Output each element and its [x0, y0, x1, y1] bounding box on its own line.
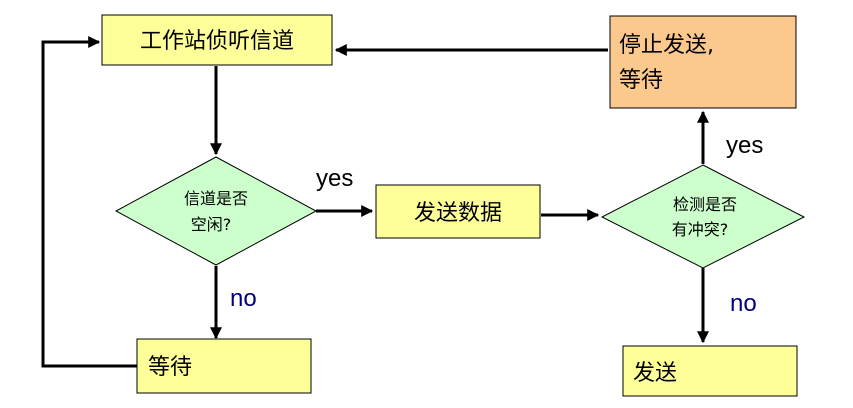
node-check-idle: 信道是否 空闲?: [114, 156, 318, 266]
node-detect-label-line2: 有冲突?: [672, 220, 729, 239]
node-stop: 停止发送, 等待: [609, 15, 797, 109]
node-listen-label: 工作站侦听信道: [140, 29, 294, 54]
label-collision-yes: yes: [726, 132, 763, 159]
node-send-data: 发送数据: [375, 184, 541, 239]
node-listen: 工作站侦听信道: [101, 14, 333, 66]
node-send-label: 发送: [633, 361, 677, 386]
node-send-data-label: 发送数据: [414, 201, 502, 226]
edge-wait-to-listen: [41, 36, 137, 368]
node-wait: 等待: [136, 338, 312, 394]
node-wait-label: 等待: [148, 355, 192, 380]
label-idle-no: no: [230, 285, 257, 312]
label-idle-yes: yes: [316, 165, 353, 192]
node-detect: 检测是否 有冲突?: [600, 164, 806, 269]
node-detect-label-line1: 检测是否: [673, 195, 737, 214]
node-send: 发送: [622, 345, 798, 397]
node-stop-label-line1: 停止发送,: [619, 33, 714, 58]
label-collision-no: no: [730, 290, 757, 317]
node-check-idle-label-line2: 空闲?: [191, 215, 232, 234]
node-check-idle-label-line1: 信道是否: [184, 189, 248, 208]
node-stop-label-line2: 等待: [619, 68, 663, 93]
